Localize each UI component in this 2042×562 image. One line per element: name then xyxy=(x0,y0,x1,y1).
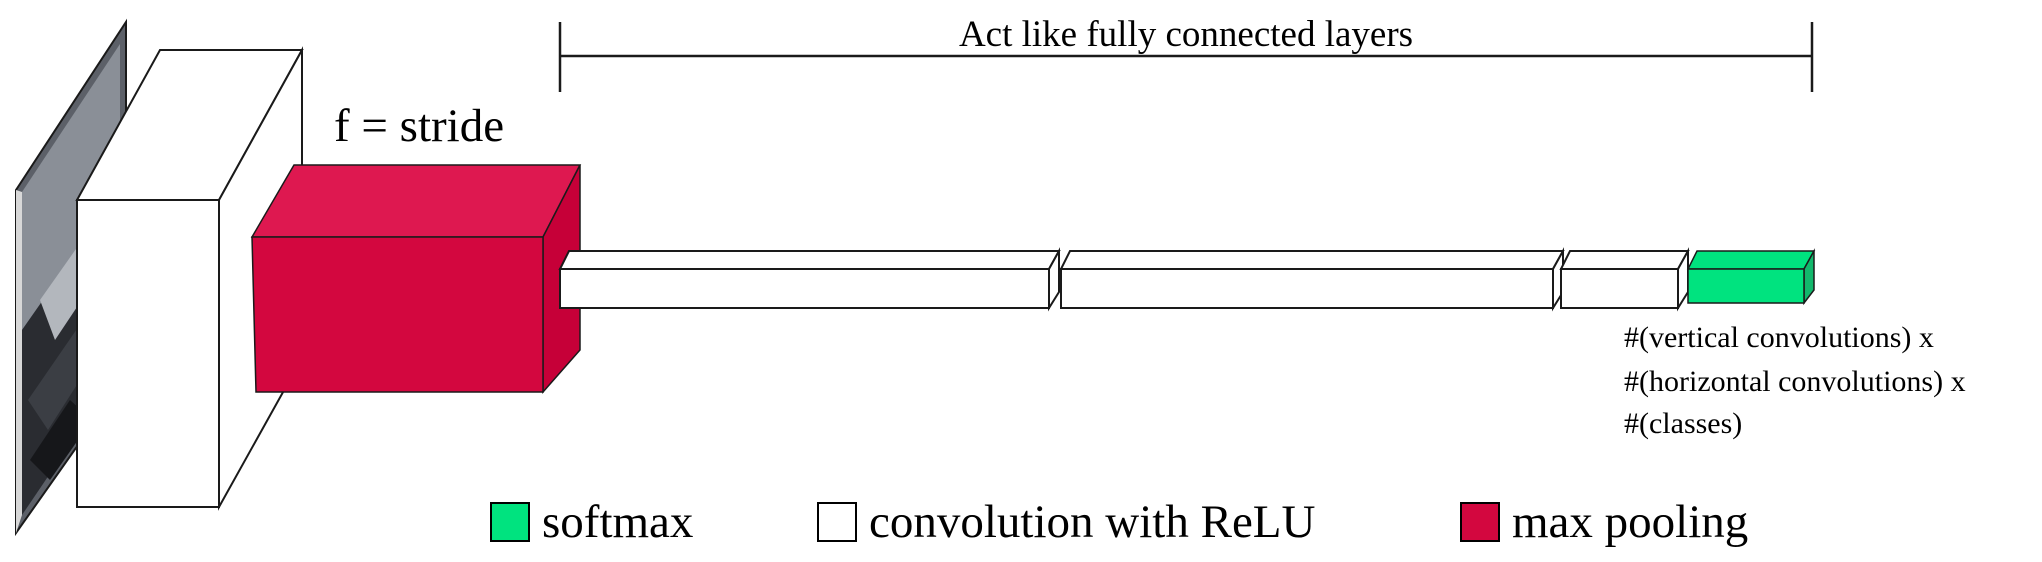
bracket-title: Act like fully connected layers xyxy=(959,14,1413,55)
legend-item-softmax: softmax xyxy=(490,494,693,550)
output-note-line-2: #(horizontal convolutions) x xyxy=(1624,365,1966,398)
softmax-swatch xyxy=(490,502,530,542)
fully-connected-bracket xyxy=(558,22,1814,92)
output-note-line-1: #(vertical convolutions) x xyxy=(1624,321,1934,354)
conv-swatch xyxy=(817,502,857,542)
legend-item-pool: max pooling xyxy=(1460,494,1748,550)
pool-swatch xyxy=(1460,502,1500,542)
max-pooling-block xyxy=(250,164,582,394)
legend-label-pool: max pooling xyxy=(1512,496,1749,548)
conv-bar-3 xyxy=(1559,247,1690,312)
softmax-block xyxy=(1686,248,1816,306)
pool-label: f = stride xyxy=(334,100,504,152)
legend-item-conv: convolution with ReLU xyxy=(817,494,1315,550)
conv-bar-2 xyxy=(1059,247,1565,312)
output-note-line-3: #(classes) xyxy=(1624,407,1742,440)
legend-label-conv: convolution with ReLU xyxy=(869,496,1316,548)
legend-label-softmax: softmax xyxy=(542,496,694,548)
conv-bar-1 xyxy=(558,247,1061,312)
